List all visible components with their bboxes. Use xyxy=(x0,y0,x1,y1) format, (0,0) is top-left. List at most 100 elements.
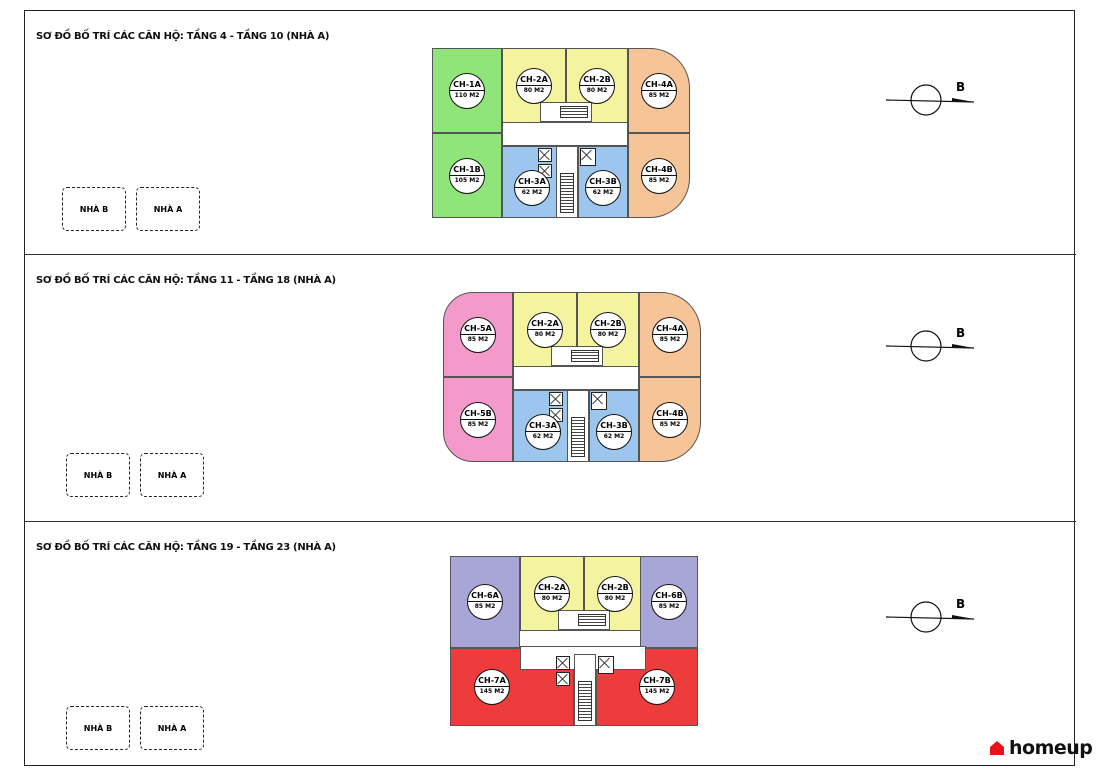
unit-area: 80 M2 xyxy=(604,594,626,602)
unit-area: 62 M2 xyxy=(521,189,543,196)
unit-area: 85 M2 xyxy=(658,603,680,610)
unit-code: CH-3A xyxy=(515,177,549,188)
unit-area: 85 M2 xyxy=(648,91,670,99)
panel-title: SƠ ĐỒ BỐ TRÍ CÁC CĂN HỘ: TẦNG 19 - TẦNG … xyxy=(36,542,336,553)
unit-code: CH-3A xyxy=(526,421,560,432)
unit-area: 80 M2 xyxy=(534,330,556,338)
unit-code: CH-6A xyxy=(468,591,502,602)
panel-divider xyxy=(24,521,1076,522)
staircase xyxy=(560,106,588,118)
unit-code: CH-4A xyxy=(642,80,676,91)
unit-area: 110 M2 xyxy=(454,91,480,99)
unit-area: 105 M2 xyxy=(454,176,480,184)
staircase xyxy=(578,681,592,721)
elevator-icon xyxy=(556,672,570,686)
homeup-logo: homeup xyxy=(988,737,1093,759)
compass-icon xyxy=(885,84,975,116)
unit-area: 85 M2 xyxy=(659,420,681,428)
unit-code: CH-1A xyxy=(450,80,484,91)
unit-code: CH-2B xyxy=(580,75,614,86)
unit-area: 145 M2 xyxy=(644,688,670,695)
building-b-marker: NHÀ B xyxy=(62,187,126,231)
building-b-marker: NHÀ B xyxy=(66,706,130,750)
unit-area: 85 M2 xyxy=(467,335,489,343)
north-arrow: B xyxy=(884,326,984,366)
unit-code: CH-2B xyxy=(598,583,632,594)
unit-area: 85 M2 xyxy=(467,420,489,428)
compass-icon xyxy=(885,330,975,362)
north-label: B xyxy=(956,326,966,340)
north-arrow: B xyxy=(884,597,984,637)
elevator-icon xyxy=(580,148,596,166)
unit-area: 85 M2 xyxy=(648,176,670,184)
unit-code: CH-2A xyxy=(517,75,551,86)
corridor xyxy=(513,366,639,390)
panel-title: SƠ ĐỒ BỐ TRÍ CÁC CĂN HỘ: TẦNG 11 - TẦNG … xyxy=(36,275,336,286)
unit-area: 80 M2 xyxy=(541,594,563,602)
elevator-icon xyxy=(598,656,614,674)
unit-area: 85 M2 xyxy=(474,603,496,610)
unit-code: CH-1B xyxy=(450,165,484,176)
unit-code: CH-7B xyxy=(640,676,674,687)
unit-code: CH-5A xyxy=(461,324,495,335)
unit-code: CH-2A xyxy=(535,583,569,594)
staircase xyxy=(571,350,599,362)
unit-code: CH-2A xyxy=(528,319,562,330)
unit-code: CH-5B xyxy=(461,409,495,420)
north-label: B xyxy=(956,597,966,611)
staircase xyxy=(560,173,574,213)
unit-code: CH-4B xyxy=(653,409,687,420)
corridor xyxy=(502,122,628,146)
unit-area: 80 M2 xyxy=(586,86,608,94)
unit-area: 62 M2 xyxy=(592,189,614,196)
unit-area: 62 M2 xyxy=(603,433,625,440)
unit-code: CH-6B xyxy=(652,591,686,602)
building-a-marker: NHÀ A xyxy=(140,706,204,750)
brand-name: homeup xyxy=(1009,737,1093,759)
elevator-icon xyxy=(591,392,607,410)
building-b-marker: NHÀ B xyxy=(66,453,130,497)
staircase xyxy=(571,417,585,457)
drawing-frame xyxy=(24,10,1075,766)
elevator-icon xyxy=(556,656,570,670)
apartment-unit[interactable] xyxy=(432,48,502,133)
unit-code: CH-4B xyxy=(642,165,676,176)
building-a-marker: NHÀ A xyxy=(136,187,200,231)
unit-area: 85 M2 xyxy=(659,335,681,343)
elevator-icon xyxy=(538,148,552,162)
compass-icon xyxy=(885,601,975,633)
staircase xyxy=(578,614,606,626)
elevator-icon xyxy=(549,392,563,406)
north-arrow: B xyxy=(884,80,984,120)
unit-area: 80 M2 xyxy=(597,330,619,338)
unit-area: 62 M2 xyxy=(532,433,554,440)
unit-code: CH-3B xyxy=(597,421,631,432)
building-a-marker: NHÀ A xyxy=(140,453,204,497)
unit-area: 80 M2 xyxy=(523,86,545,94)
